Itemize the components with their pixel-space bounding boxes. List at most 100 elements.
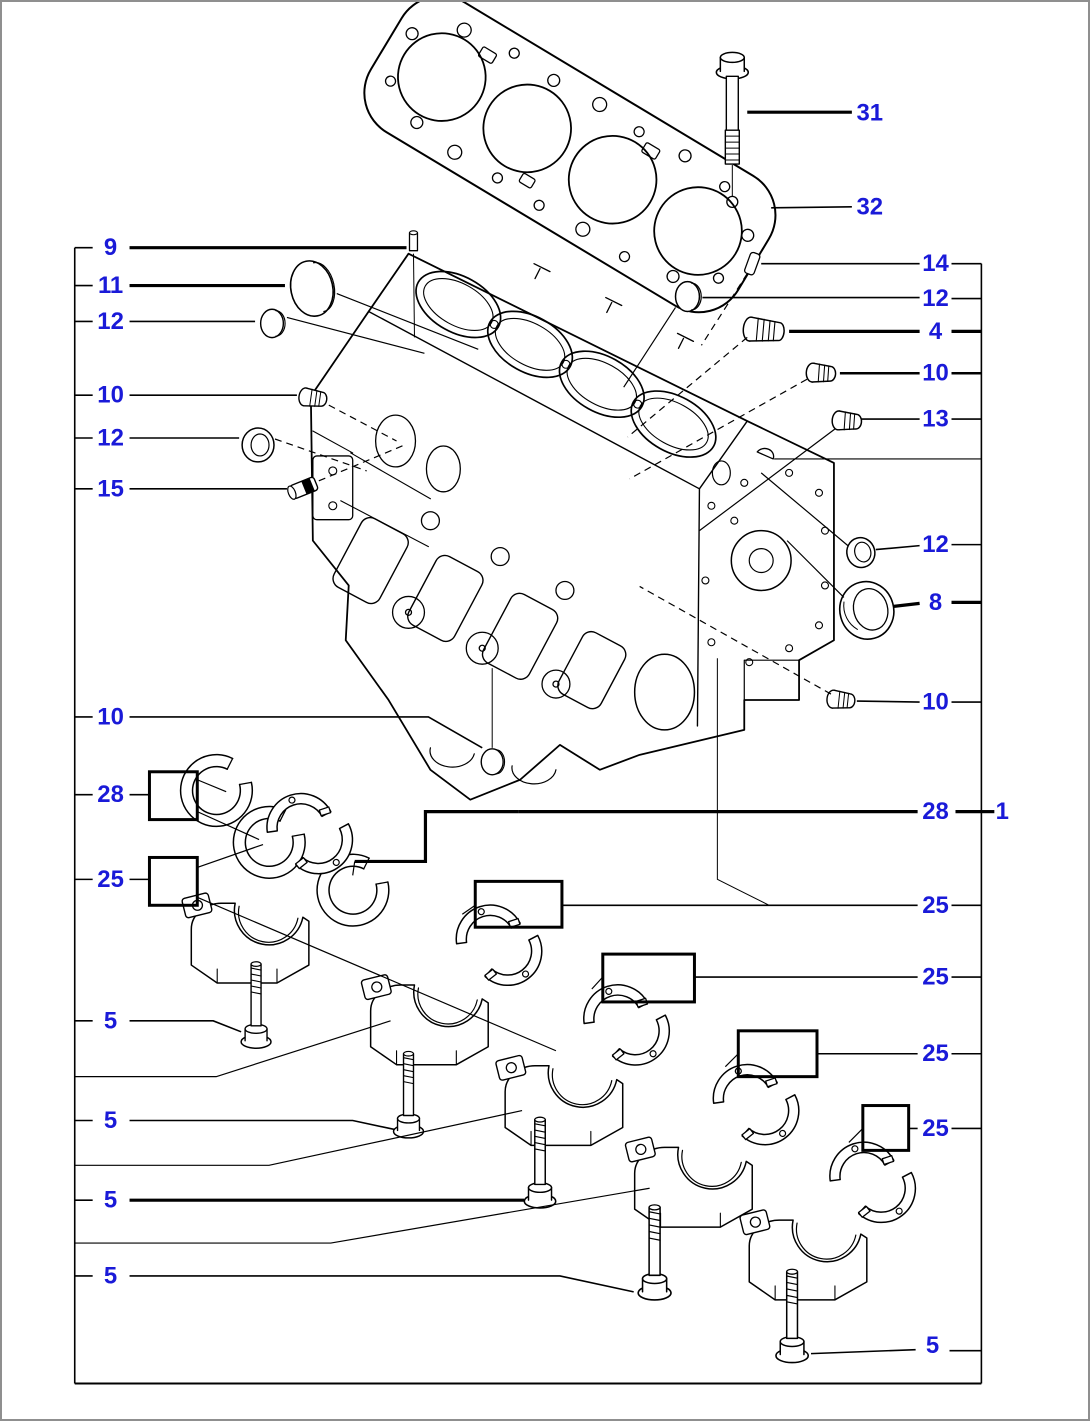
callout-label-c5b: 5 (104, 1107, 117, 1134)
diagram-artwork (171, 2, 936, 1364)
leader-line (74, 1109, 523, 1166)
callout-label-c15: 15 (97, 475, 124, 502)
callout-label-c1: 1 (996, 798, 1009, 825)
leader-line (328, 404, 397, 442)
dowel-drawing (744, 251, 761, 276)
callout-bracket (147, 855, 199, 907)
leader-line (856, 700, 920, 703)
callout-bracket (147, 770, 199, 822)
leader-line (197, 896, 557, 1052)
leader-line (129, 1020, 242, 1033)
leader-line (771, 206, 852, 209)
callout-label-c14: 14 (922, 250, 949, 277)
callout-bracket (473, 879, 564, 929)
leader-line (318, 444, 405, 482)
leader-line (627, 336, 748, 438)
callout-label-c10m: 10 (97, 703, 124, 730)
cylinder-head-gasket-drawing (363, 2, 777, 314)
callout-label-c10r: 10 (922, 360, 949, 387)
leader-line (848, 1128, 864, 1143)
callout-label-c25c: 25 (922, 1040, 949, 1067)
leader-line (412, 253, 415, 338)
cup-plug-large-drawing (289, 260, 336, 317)
head-bolt-drawing (715, 51, 750, 209)
cup-plug-drawing (674, 280, 702, 313)
leader-line (724, 1053, 739, 1068)
callout-label-c8: 8 (929, 589, 942, 616)
seal-ring-small-drawing (846, 536, 876, 569)
callout-label-c11: 11 (98, 272, 123, 299)
leader-line (760, 472, 849, 547)
relief-valve-drawing (287, 476, 319, 500)
bearing-cap-drawing (360, 973, 489, 1066)
callout-label-c25L: 25 (97, 866, 124, 893)
seal-ring-large-drawing (838, 580, 895, 640)
leader-line (129, 1119, 395, 1131)
leader-line (274, 438, 367, 472)
bearing-cap-drawing (494, 1054, 624, 1147)
callout-label-c25d: 25 (922, 1115, 949, 1142)
callout-label-c10a: 10 (97, 382, 124, 409)
leader-line (129, 1275, 634, 1293)
leader-line (875, 544, 920, 551)
callout-label-c9: 9 (104, 234, 117, 261)
threaded-plug-drawing (742, 316, 785, 342)
leader-line (74, 1187, 650, 1244)
leader-line (893, 601, 920, 608)
callout-label-c13: 13 (922, 406, 949, 433)
leader-line (786, 540, 845, 598)
callout-label-c12d: 12 (922, 531, 949, 558)
main-bearing-shell-drawing (822, 1127, 936, 1244)
callout-label-c12a: 12 (97, 308, 124, 335)
callout-bracket (736, 1029, 819, 1079)
leader-line (74, 1020, 391, 1078)
callout-label-c28R: 28 (922, 798, 949, 825)
main-bearing-shell-drawing (448, 889, 562, 1006)
callout-label-c5e: 5 (926, 1332, 939, 1359)
thrust-washer-drawing (171, 745, 262, 836)
leader-line (129, 716, 483, 749)
leader-line (197, 811, 260, 841)
callout-label-c4: 4 (929, 318, 943, 345)
leader-line (354, 810, 519, 864)
leader-line (352, 861, 356, 876)
leader-line (623, 307, 677, 388)
leader-line (810, 1348, 916, 1355)
main-bearing-shell-drawing (705, 1049, 819, 1166)
callout-label-c5c: 5 (104, 1187, 117, 1214)
callout-layer: 3132911121012151028255555141241013128102… (73, 100, 1009, 1385)
leader-line (591, 976, 604, 990)
leader-line (699, 428, 836, 532)
leader-line (700, 273, 748, 346)
leader-line (639, 585, 832, 695)
screw-plug-drawing (830, 409, 863, 433)
callout-label-c28L: 28 (97, 781, 124, 808)
callout-label-c25a: 25 (922, 892, 949, 919)
callout-bracket (861, 1104, 911, 1152)
leader-line (336, 292, 479, 350)
leader-line (197, 779, 227, 793)
bearing-cap-drawing (738, 1208, 868, 1301)
screw-plug-drawing (804, 362, 837, 385)
callout-label-c12b: 12 (97, 425, 124, 452)
callout-label-c5a: 5 (104, 1007, 117, 1034)
callout-bracket (601, 952, 696, 1004)
oil-gallery-plug-drawing (480, 748, 506, 776)
leader-line (629, 378, 808, 480)
leader-line (197, 843, 264, 868)
callout-label-c25b: 25 (922, 964, 949, 991)
plate-tab-drawing (756, 447, 775, 460)
bearing-cap-drawing (624, 1135, 753, 1228)
main-bearing-shell-drawing (575, 969, 689, 1086)
callout-label-c31: 31 (857, 100, 884, 127)
thrust-washer-drawing (308, 845, 398, 935)
callout-label-c10b: 10 (922, 689, 949, 716)
callout-label-c12c: 12 (922, 285, 949, 312)
screw-plug-drawing (825, 688, 857, 712)
leader-line (286, 316, 425, 354)
callout-label-c32: 32 (857, 193, 884, 220)
cup-plug-small-drawing (259, 308, 286, 339)
leader-line (461, 904, 476, 915)
